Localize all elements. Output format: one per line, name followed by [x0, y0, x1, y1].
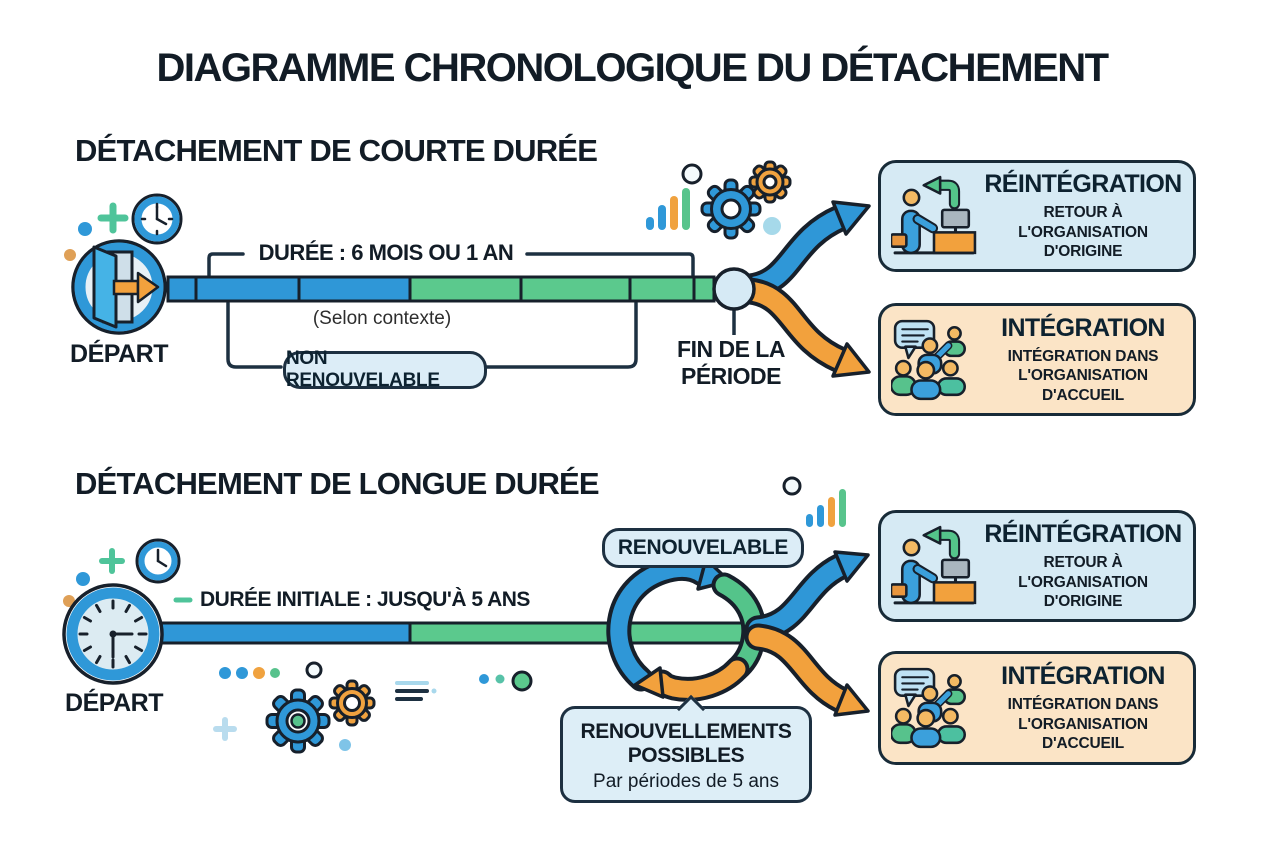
end-of-period-label: FIN DE LA PÉRIODE — [677, 336, 785, 389]
dot-teal — [495, 674, 505, 684]
outcome-title: INTÉGRATION — [1001, 662, 1165, 691]
page-title: DIAGRAMME CHRONOLOGIQUE DU DÉTACHEMENT — [156, 46, 1109, 90]
fork-arrow-integration — [744, 623, 870, 717]
person-returning-to-desk-icon — [891, 525, 977, 605]
long-duration-label: DURÉE INITIALE : JUSQU'À 5 ANS — [200, 588, 530, 611]
short-context-note: (Selon contexte) — [312, 308, 452, 329]
outcome-subtitle: RETOUR À L'ORGANISATION D'ORIGINE — [1018, 204, 1148, 261]
dot-blue — [479, 674, 489, 684]
dot-orange — [64, 249, 76, 261]
timeline-bar-long — [148, 621, 774, 645]
clock-icon — [135, 538, 181, 584]
section-long-heading: DÉTACHEMENT DE LONGUE DURÉE — [75, 466, 600, 501]
gear-icon — [748, 160, 792, 204]
clock-icon — [131, 193, 183, 245]
circle-outline-icon — [782, 476, 802, 496]
fork-arrow-reintegration — [736, 200, 871, 301]
non-renewable-pill: NON RENOUVELABLE — [283, 348, 487, 391]
clock-icon — [62, 583, 164, 685]
renewals-note: Par périodes de 5 ans — [593, 771, 779, 792]
end-of-period-node — [712, 267, 756, 335]
gear-icon — [328, 679, 376, 727]
bar-chart-icon — [646, 188, 690, 230]
plus-icon — [213, 717, 237, 741]
dot-orange — [63, 595, 75, 607]
circle-outline-icon — [305, 661, 323, 679]
duration-bracket — [207, 252, 695, 277]
outcome-title: RÉINTÉGRATION — [984, 520, 1182, 549]
outcome-subtitle: INTÉGRATION DANS L'ORGANISATION D'ACCUEI… — [1007, 347, 1159, 404]
fork-arrow-integration — [736, 277, 871, 378]
section-short-heading: DÉTACHEMENT DE COURTE DURÉE — [75, 133, 598, 168]
outcome-subtitle: RETOUR À L'ORGANISATION D'ORIGINE — [1018, 554, 1148, 611]
dot-green-outline — [511, 670, 533, 692]
circular-loop-arrows-icon — [606, 555, 767, 702]
depart-label-short: DÉPART — [70, 340, 168, 368]
non-renewable-bracket — [226, 301, 638, 369]
renewals-title: RENOUVELLEMENTS POSSIBLES — [580, 720, 792, 767]
renewable-pill: RENOUVELABLE — [602, 528, 804, 568]
menu-lines-icon — [395, 681, 437, 701]
dot-blue — [76, 572, 90, 586]
plus-icon — [97, 202, 129, 234]
circle-outline-icon — [681, 163, 703, 185]
plus-icon — [99, 548, 125, 574]
dots-row — [219, 667, 280, 679]
exit-door-icon — [71, 239, 167, 335]
people-group-speech-bubble-icon — [891, 319, 966, 400]
renewals-callout: RENOUVELLEMENTS POSSIBLES Par périodes d… — [560, 694, 812, 803]
person-returning-to-desk-icon — [891, 175, 977, 255]
dot-blue — [78, 222, 92, 236]
gear-icon — [265, 688, 331, 754]
renewable-label: RENOUVELABLE — [617, 536, 789, 559]
depart-label-long: DÉPART — [65, 689, 163, 717]
outcome-title: INTÉGRATION — [1001, 313, 1165, 342]
non-renewable-label: NON RENOUVELABLE — [286, 348, 440, 391]
dot-lightblue — [339, 739, 351, 751]
outcome-title: RÉINTÉGRATION — [984, 170, 1182, 199]
outcome-subtitle: INTÉGRATION DANS L'ORGANISATION D'ACCUEI… — [1007, 696, 1159, 753]
outcome-box-reintegration-short: RÉINTÉGRATION RETOUR À L'ORGANISATION D'… — [878, 160, 1196, 272]
bar-chart-icon — [806, 489, 846, 527]
people-group-speech-bubble-icon — [891, 667, 966, 749]
outcome-box-integration-long: INTÉGRATION INTÉGRATION DANS L'ORGANISAT… — [878, 651, 1196, 765]
short-duration-label: DURÉE : 6 MOIS OU 1 AN — [258, 240, 514, 265]
gear-icon — [700, 178, 762, 240]
timeline-bar-short — [166, 275, 716, 303]
outcome-box-reintegration-long: RÉINTÉGRATION RETOUR À L'ORGANISATION D'… — [878, 510, 1196, 622]
outcome-box-integration-short: INTÉGRATION INTÉGRATION DANS L'ORGANISAT… — [878, 303, 1196, 416]
dot-lightblue — [763, 217, 781, 235]
